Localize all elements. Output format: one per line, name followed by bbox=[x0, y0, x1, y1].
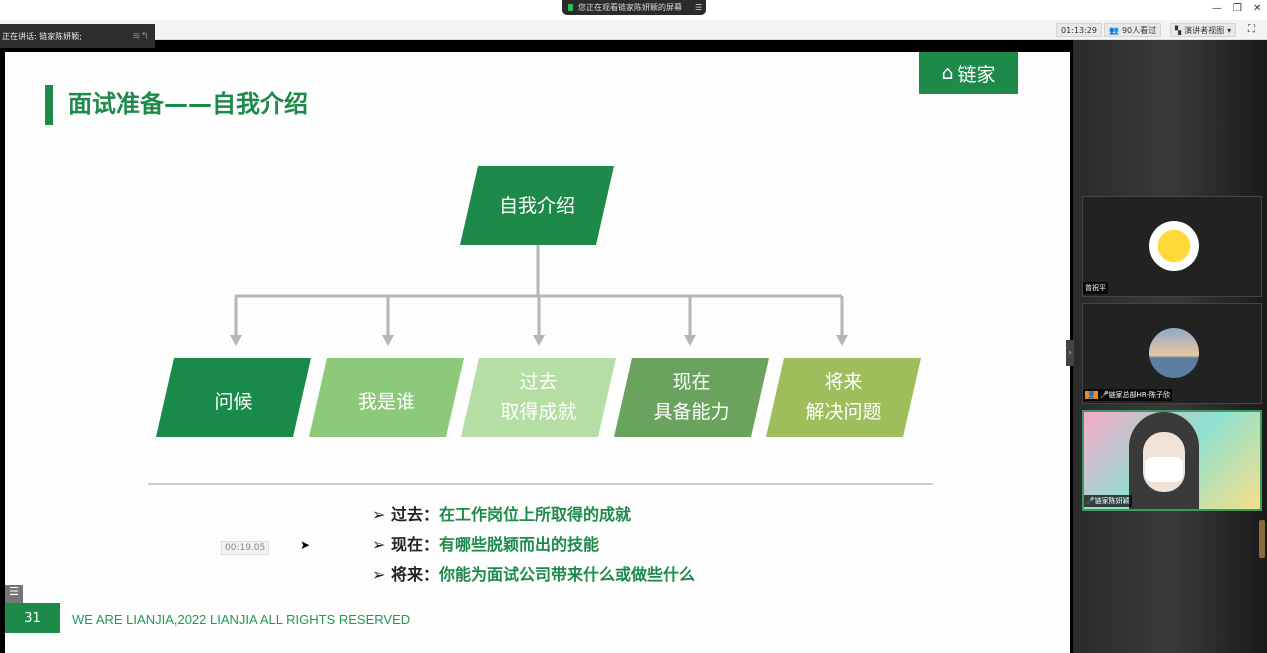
branch-label-line: 解决问题 bbox=[805, 401, 882, 423]
avatar bbox=[1149, 328, 1199, 378]
home-icon: ⌂ bbox=[941, 62, 954, 84]
participant-name: 🎤链家陈妍颖 bbox=[1084, 495, 1132, 507]
lianjia-logo: ⌂链家 bbox=[919, 52, 1018, 94]
speaking-text: 正在讲话: 链家陈妍颖; bbox=[2, 31, 82, 41]
collapse-panel-handle[interactable]: › bbox=[1066, 340, 1074, 366]
meeting-duration: 01:13:29 bbox=[1056, 23, 1102, 37]
bullet-value: 在工作岗位上所取得的成就 bbox=[439, 505, 632, 524]
page-number: 31 bbox=[5, 603, 60, 633]
branch-label-line: 问候 bbox=[214, 391, 253, 413]
branch-label-line: 将来 bbox=[824, 371, 863, 393]
participant-tile[interactable]: 👤 🎤链家总部HR-陈子欣 bbox=[1082, 303, 1262, 404]
slide-title: 面试准备——自我介绍 bbox=[68, 90, 308, 118]
branch-node bbox=[614, 358, 769, 437]
arrow-bullet-icon: ➢ bbox=[372, 565, 391, 584]
arrow-head bbox=[836, 335, 848, 346]
volume-meter bbox=[1259, 520, 1265, 558]
mouse-cursor-icon: ➤ bbox=[300, 538, 311, 552]
branch-label-line: 我是谁 bbox=[357, 391, 415, 413]
participant-tile[interactable]: 曾祝平 bbox=[1082, 196, 1262, 297]
branch-label-line: 过去 bbox=[519, 371, 558, 393]
title-accent-bar bbox=[45, 85, 53, 125]
name-text: 链家陈妍颖 bbox=[1094, 497, 1130, 505]
branch-label-line: 取得成就 bbox=[500, 401, 577, 423]
bullet-key: 过去： bbox=[390, 505, 439, 524]
branch-label: 我是谁 bbox=[309, 367, 464, 437]
branch-label: 问候 bbox=[156, 367, 311, 437]
bullet-present: ➢ 现在：有哪些脱颖而出的技能 bbox=[372, 531, 599, 555]
sound-wave-icon: ≋↰ bbox=[132, 30, 149, 42]
participant-tile-video[interactable]: 🎤链家陈妍颖 bbox=[1082, 410, 1262, 511]
screen-share-banner[interactable]: 您正在观看链家陈妍颖的屏幕 ☰ bbox=[562, 0, 706, 15]
root-node-label: 自我介绍 bbox=[498, 194, 575, 217]
branch-label: 现在具备能力 bbox=[614, 362, 769, 432]
arrow-head bbox=[230, 335, 242, 346]
bullet-key: 现在： bbox=[390, 535, 439, 554]
restore-button[interactable]: ❐ bbox=[1233, 3, 1242, 14]
view-mode-label: 演讲者视图 bbox=[1184, 25, 1225, 35]
branch-label: 将来解决问题 bbox=[766, 362, 921, 432]
view-mode-dropdown[interactable]: ▚演讲者视图▾ bbox=[1170, 23, 1237, 37]
share-icon bbox=[568, 4, 573, 11]
branch-label-line: 具备能力 bbox=[653, 401, 730, 423]
fullscreen-button[interactable]: ⛶ bbox=[1248, 24, 1255, 35]
viewers-button[interactable]: 👥90人看过 bbox=[1104, 23, 1162, 37]
arrow-bullet-icon: ➢ bbox=[372, 505, 391, 524]
footer-text: WE ARE LIANJIA,2022 LIANJIA ALL RIGHTS R… bbox=[72, 612, 411, 627]
branch-node bbox=[766, 358, 921, 437]
name-text: 链家总部HR-陈子欣 bbox=[1108, 391, 1171, 399]
speaking-indicator: 正在讲话: 链家陈妍颖; ≋↰ bbox=[0, 24, 155, 48]
menu-icon[interactable]: ☰ bbox=[695, 3, 703, 12]
chevron-down-icon: ▾ bbox=[1227, 25, 1232, 35]
close-button[interactable]: ✕ bbox=[1253, 3, 1262, 14]
arrow-bullet-icon: ➢ bbox=[372, 535, 391, 554]
bullet-key: 将来： bbox=[390, 565, 439, 584]
participant-name: 👤 🎤链家总部HR-陈子欣 bbox=[1083, 389, 1173, 401]
arrow-head bbox=[533, 335, 545, 346]
presentation-slide bbox=[5, 52, 1070, 653]
viewers-count: 90人看过 bbox=[1121, 25, 1157, 35]
toolbar bbox=[0, 20, 1267, 40]
bullet-past: ➢ 过去：在工作岗位上所取得的成就 bbox=[372, 501, 631, 525]
avatar bbox=[1149, 221, 1199, 271]
logo-text: 链家 bbox=[957, 63, 996, 86]
branch-label: 过去取得成就 bbox=[461, 362, 616, 432]
arrow-head bbox=[684, 335, 696, 346]
arrow-head bbox=[382, 335, 394, 346]
list-icon[interactable]: ☰ bbox=[5, 585, 23, 603]
video-timestamp: 00:19.05 bbox=[221, 541, 270, 555]
branch-node bbox=[309, 358, 464, 437]
banner-text: 您正在观看链家陈妍颖的屏幕 bbox=[578, 3, 682, 12]
branch-node bbox=[156, 358, 311, 437]
participant-name: 曾祝平 bbox=[1083, 282, 1108, 294]
minimize-button[interactable]: — bbox=[1212, 3, 1222, 14]
branch-label-line: 现在 bbox=[672, 371, 711, 393]
mind-map-diagram bbox=[148, 166, 933, 485]
bullet-value: 你能为面试公司带来什么或做些什么 bbox=[439, 565, 696, 584]
bullet-future: ➢ 将来：你能为面试公司带来什么或做些什么 bbox=[372, 561, 695, 585]
root-node bbox=[460, 166, 614, 245]
speaker-video bbox=[1129, 412, 1199, 509]
layout-icon: ▚ bbox=[1175, 25, 1182, 35]
people-icon: 👥 bbox=[1109, 25, 1119, 35]
branch-node bbox=[461, 358, 616, 437]
bullet-value: 有哪些脱颖而出的技能 bbox=[439, 535, 600, 554]
host-icon: 👤 bbox=[1085, 391, 1098, 399]
